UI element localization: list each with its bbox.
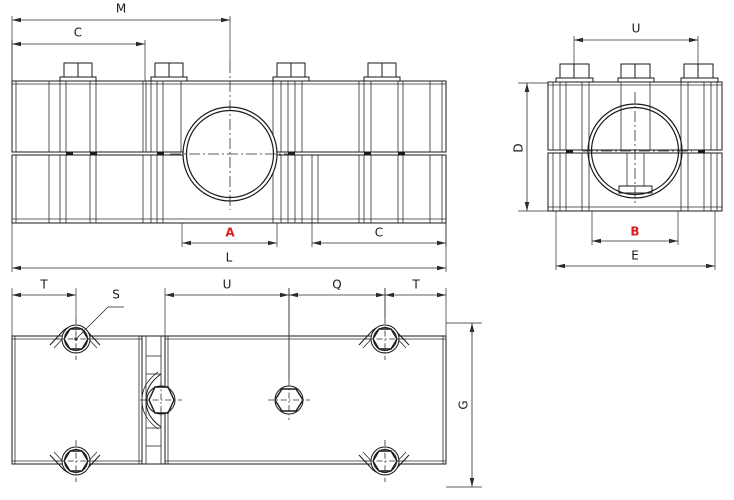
- dimension-B: B: [591, 211, 679, 245]
- dimension-A: A: [181, 223, 278, 247]
- bolt-head: [555, 63, 594, 84]
- dimension-L: L: [11, 223, 447, 272]
- leader-S: S: [74, 288, 124, 341]
- bolt-head: [272, 62, 310, 83]
- dimension-label-A: A: [225, 226, 235, 240]
- dimension-U-side: U: [573, 22, 699, 64]
- side-elevation-view: U D B E: [512, 22, 723, 270]
- side-bolt-heads: [555, 63, 719, 84]
- bolt-head: [617, 63, 655, 84]
- dimension-label-Q: Q: [332, 278, 341, 292]
- front-elevation-view: M C A C L: [11, 2, 447, 272]
- dimension-label-G: G: [457, 400, 471, 409]
- dimension-label-S: S: [112, 288, 120, 302]
- dimension-label-T-right: T: [411, 278, 420, 292]
- dimension-E: E: [555, 211, 716, 270]
- dimension-T-left: T: [11, 278, 77, 336]
- dimension-G: G: [446, 322, 482, 488]
- front-bolt-heads: [59, 62, 401, 83]
- dimension-label-C-top: C: [74, 26, 82, 40]
- dimension-label-M: M: [116, 2, 126, 16]
- dimension-label-D: D: [512, 143, 526, 152]
- dimension-D: D: [512, 82, 548, 212]
- plan-corner-bolt-bottom-left: [49, 440, 101, 482]
- plan-view: T S U Q T: [11, 278, 482, 488]
- plan-corner-bolt-top-right: [358, 318, 410, 360]
- bolt-head: [680, 63, 719, 84]
- plan-right-plate: [164, 335, 447, 465]
- dimension-label-U-side: U: [632, 22, 641, 36]
- bolt-head: [150, 62, 188, 83]
- dimension-label-T-left: T: [39, 278, 48, 292]
- bolt-head: [363, 62, 401, 83]
- plan-left-plate: [11, 335, 143, 465]
- dimension-label-L: L: [226, 251, 233, 265]
- plan-center-bolt: [268, 380, 310, 420]
- plan-corner-bolt-bottom-right: [358, 440, 410, 482]
- bolt-head: [59, 62, 97, 83]
- dimension-label-U-plan: U: [223, 278, 232, 292]
- plan-hinge-bolt: [140, 381, 182, 419]
- dimension-label-B: B: [630, 225, 639, 239]
- dimension-C-top: C: [11, 26, 146, 81]
- dimension-T-right: T: [384, 278, 447, 336]
- dimension-label-C-bottom: C: [375, 226, 383, 240]
- dimension-label-E: E: [631, 249, 639, 263]
